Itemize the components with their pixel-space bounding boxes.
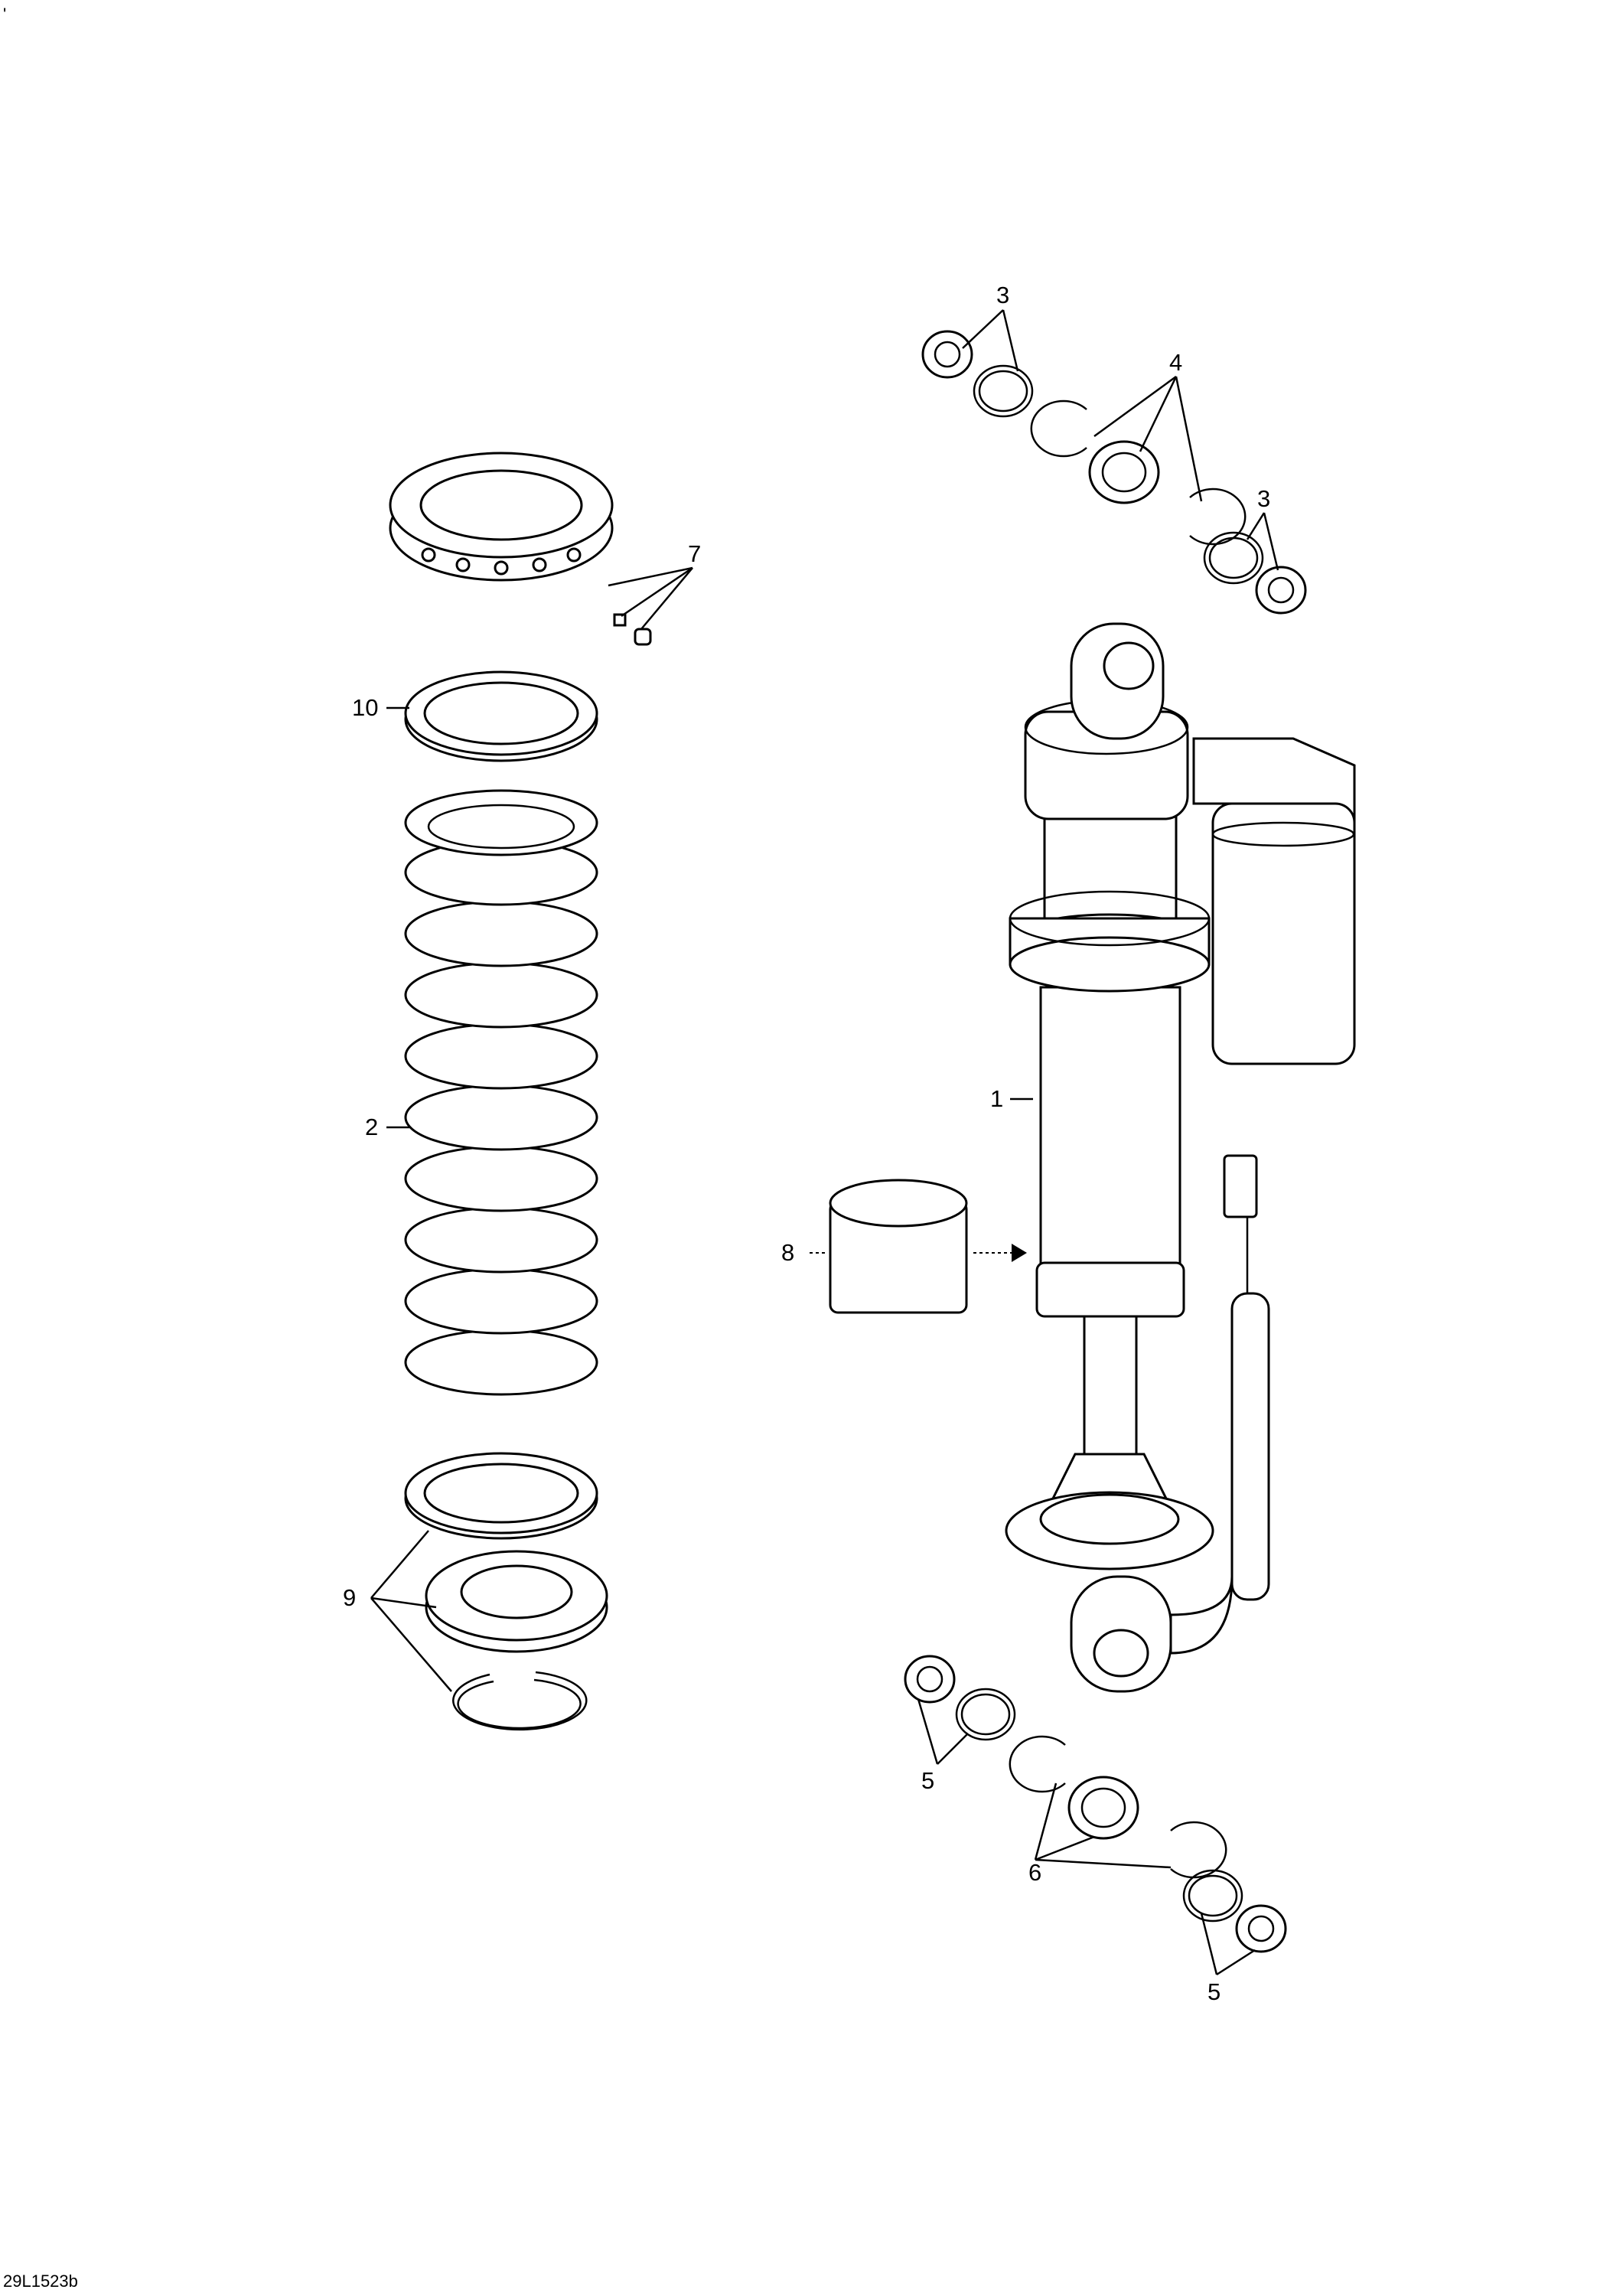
part-10-spring-seat-ring	[404, 670, 598, 762]
drawing-code: 29L1523b	[3, 2272, 78, 2291]
callout-3-right: 3	[1257, 485, 1271, 512]
leader-lines	[370, 309, 1279, 1976]
callout-10: 10	[352, 694, 379, 721]
arrow-icon	[1012, 1244, 1027, 1262]
part-8-sleeve	[829, 1179, 1027, 1314]
callout-4: 4	[1169, 349, 1183, 376]
callout-9: 9	[343, 1584, 357, 1611]
lower-bushing-set	[904, 1655, 1287, 1953]
callout-5-right: 5	[1207, 1978, 1221, 2005]
callout-5-left: 5	[921, 1767, 935, 1794]
callout-8: 8	[781, 1239, 795, 1266]
upper-bushing-set	[921, 330, 1307, 615]
callout-6: 6	[1028, 1859, 1042, 1886]
callout-3-upper: 3	[996, 282, 1010, 308]
part-9-lower-seat-kit	[404, 1452, 608, 1731]
part-2-coil-spring	[404, 789, 598, 1396]
part-1-shock-absorber	[1005, 622, 1356, 1693]
callout-1: 1	[990, 1085, 1004, 1112]
callout-2: 2	[365, 1114, 379, 1140]
callout-7: 7	[688, 540, 702, 567]
part-7-adjuster-collar	[389, 452, 652, 646]
corner-mark: '	[3, 5, 7, 24]
